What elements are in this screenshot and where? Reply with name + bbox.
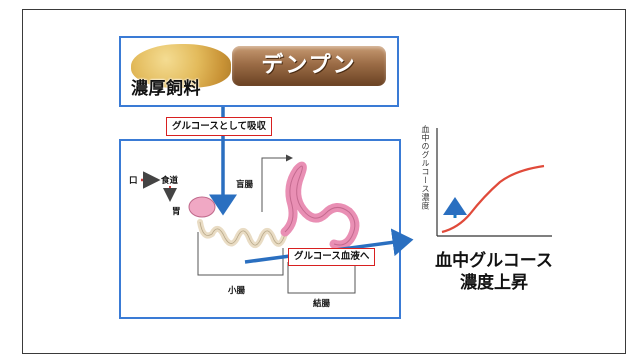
glucose-curve: [441, 164, 545, 234]
large-intestine-bracket: [287, 262, 356, 294]
mouth-label: 口: [129, 176, 138, 186]
absorb-label: グルコースとして吸収: [166, 117, 273, 136]
glucose-graph: [436, 128, 552, 237]
starch-label: デンプン: [261, 53, 357, 78]
graph-ylabel: 血中のグルコース濃度: [421, 125, 430, 210]
feed-box: [119, 36, 399, 107]
blood-label: グルコース血液へ: [288, 248, 376, 266]
grain-feed-image: [131, 44, 231, 88]
cecum-bracket: [261, 154, 293, 212]
glucose-rise-label: 血中グルコース 濃度上昇: [424, 250, 564, 294]
esophagus-label: 食道: [161, 176, 179, 186]
starch-plate: [232, 46, 386, 86]
page-frame: [22, 9, 626, 354]
large-intestine-label: 結腸: [313, 299, 331, 309]
stomach-shape: [188, 196, 216, 218]
feed-label: 濃厚飼料: [131, 79, 201, 99]
glucose-rise-line1: 血中グルコース: [435, 251, 553, 271]
small-intestine-bracket: [197, 232, 284, 276]
stomach-label: 胃: [172, 207, 181, 217]
small-intestine-label: 小腸: [228, 286, 246, 296]
small-intestine-shape: [197, 219, 288, 249]
colon-shape: [280, 161, 360, 250]
glucose-rise-line2: 濃度上昇: [460, 273, 528, 293]
cecum-label: 盲腸: [236, 180, 254, 190]
